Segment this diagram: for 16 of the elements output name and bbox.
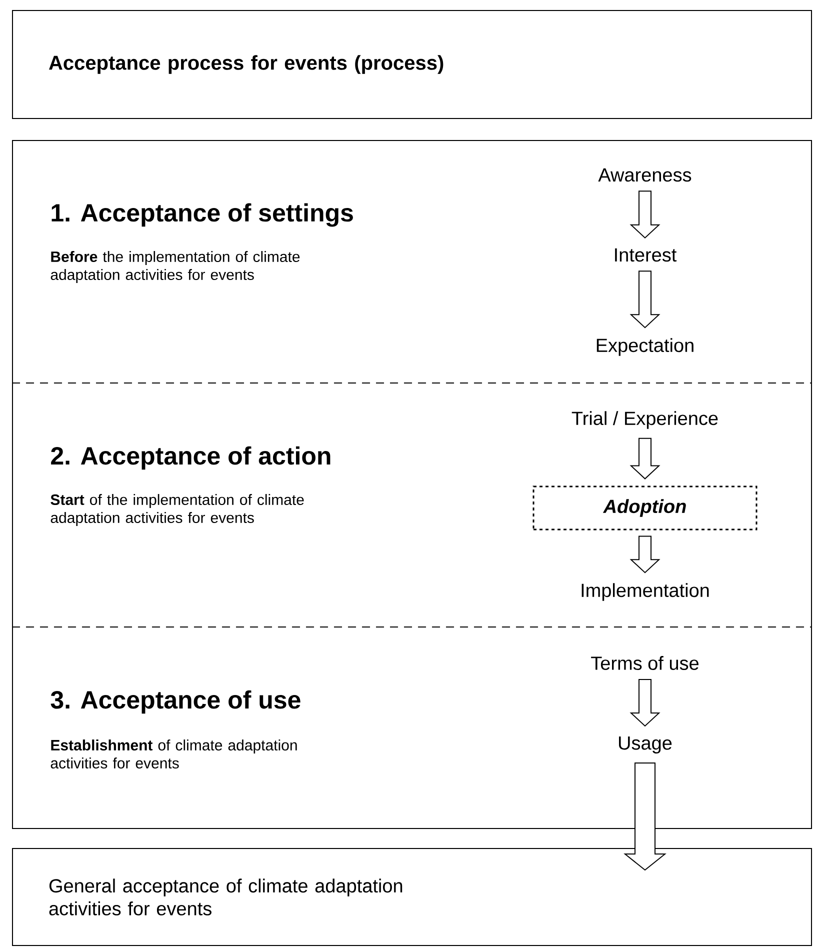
dashed-box: Adoption <box>532 486 758 530</box>
step-label: Usage <box>619 736 672 754</box>
step-label: Trial / Experience <box>572 411 718 429</box>
step-label: Awareness <box>598 168 692 182</box>
step-label: Expectation <box>596 338 694 356</box>
text-box: Acceptance process for events (process) <box>12 10 812 119</box>
text-box: General acceptance of climate adaptation activities for events <box>12 848 812 946</box>
step-label: Implementation <box>582 583 709 601</box>
block-arrow <box>630 679 660 727</box>
block-arrow <box>630 190 660 239</box>
block-arrow <box>624 762 666 871</box>
step-label: Interest <box>615 248 677 262</box>
block-arrow <box>630 438 660 480</box>
step-label: Terms of use <box>591 656 699 670</box>
block-arrow <box>630 536 660 574</box>
block-arrow <box>630 270 660 328</box>
